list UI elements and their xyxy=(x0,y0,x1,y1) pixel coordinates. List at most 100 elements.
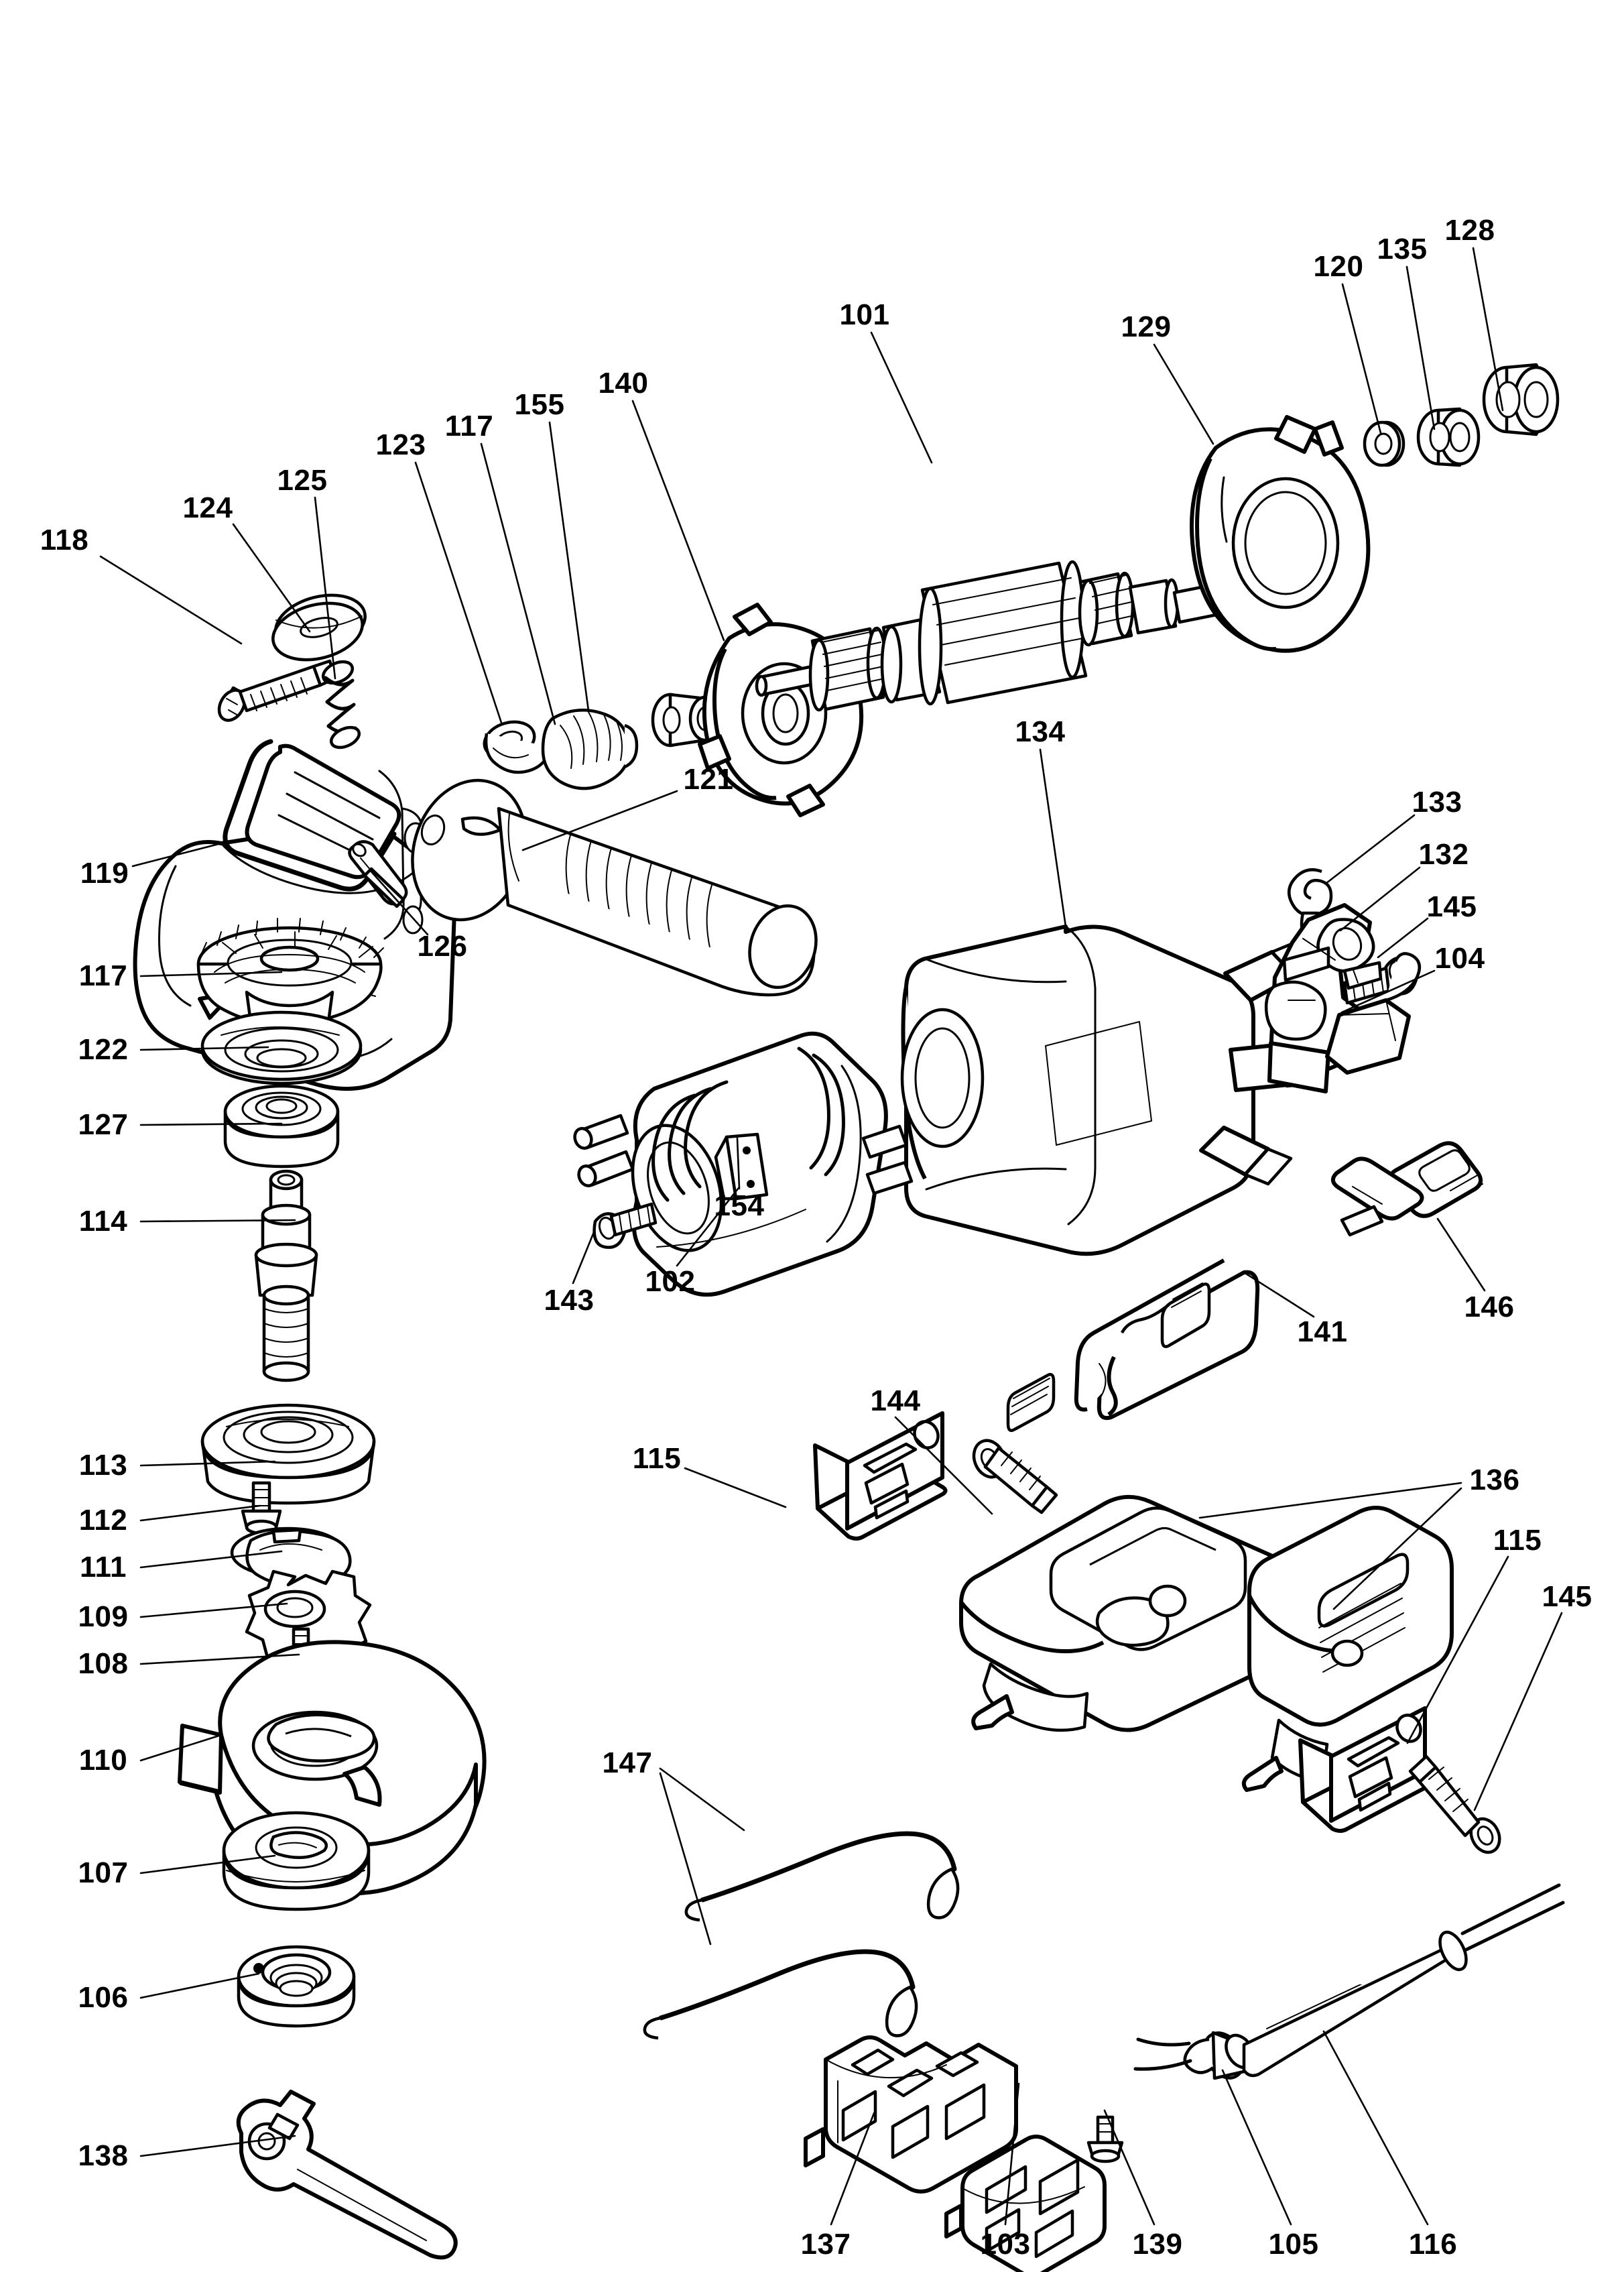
part-callout-133: 133 xyxy=(1412,786,1462,819)
part-147-lead-wire-upper xyxy=(684,1831,960,1922)
leader-line-143 xyxy=(572,1231,595,1284)
leader-line-104 xyxy=(1340,969,1436,1014)
leader-line-124 xyxy=(232,523,311,633)
part-134-motor-housing xyxy=(900,924,1322,1256)
part-115-brush-cover-center xyxy=(813,1411,948,1541)
leader-line-127 xyxy=(139,1122,283,1126)
part-callout-134: 134 xyxy=(1015,715,1066,748)
leader-line-125 xyxy=(314,496,336,680)
leader-line-112 xyxy=(139,1504,261,1522)
part-callout-119: 119 xyxy=(80,857,129,890)
leader-line-117 xyxy=(480,442,556,725)
leader-line-141 xyxy=(1243,1271,1315,1318)
leader-line-103 xyxy=(1004,2082,1020,2226)
part-callout-126: 126 xyxy=(417,930,468,963)
part-callout-122: 122 xyxy=(78,1033,129,1066)
leader-lines xyxy=(99,247,1563,2226)
part-callout-145r: 145 xyxy=(1542,1580,1592,1613)
part-141-handle-rail xyxy=(1006,1258,1260,1432)
leader-line-116 xyxy=(1322,2030,1429,2226)
part-callout-107: 107 xyxy=(78,1856,129,1889)
leader-line-133 xyxy=(1324,814,1416,885)
part-callout-117: 117 xyxy=(78,959,128,992)
leader-line-120 xyxy=(1341,283,1382,434)
part-101-armature xyxy=(755,560,1230,712)
part-callout-114: 114 xyxy=(78,1205,128,1238)
part-callout-123: 123 xyxy=(375,428,426,461)
part-callout-154: 154 xyxy=(714,1189,765,1222)
part-callout-120: 120 xyxy=(1313,250,1364,283)
part-callout-105: 105 xyxy=(1268,2228,1319,2261)
part-callout-137: 137 xyxy=(800,2228,851,2261)
leader-line-129 xyxy=(1153,343,1214,445)
part-147-lead-wire-lower xyxy=(643,1949,918,2040)
part-callout-143: 143 xyxy=(544,1284,595,1317)
part-callout-145: 145 xyxy=(1426,890,1477,923)
leader-line-114 xyxy=(139,1219,296,1223)
part-callout-115: 115 xyxy=(632,1442,682,1475)
part-callout-127: 127 xyxy=(78,1108,129,1141)
part-117-spiral-bevel-pinion xyxy=(541,709,639,790)
leader-line-139 xyxy=(1103,2109,1155,2226)
part-104-carbon-brush xyxy=(1325,952,1422,1075)
part-callout-128: 128 xyxy=(1444,214,1495,247)
part-callout-118: 118 xyxy=(40,524,89,556)
part-135-needle-bearing xyxy=(1416,407,1481,467)
part-callout-101: 101 xyxy=(839,298,890,331)
leader-line-111 xyxy=(139,1550,283,1569)
part-callout-140: 140 xyxy=(598,367,649,400)
part-114-spindle xyxy=(254,1169,318,1382)
part-callout-112: 112 xyxy=(78,1504,128,1537)
part-137-trigger-switch xyxy=(804,2035,1018,2194)
part-124-washer xyxy=(271,593,367,662)
leader-line-140 xyxy=(631,400,725,642)
leader-line-128 xyxy=(1472,247,1504,412)
part-136-clamshell-upper xyxy=(959,1494,1296,1732)
part-143-screw xyxy=(592,1202,658,1249)
part-callout-124: 124 xyxy=(182,491,233,524)
leader-line-115r xyxy=(1406,1555,1509,1744)
part-125-spring xyxy=(321,660,361,750)
part-callout-135: 135 xyxy=(1377,233,1428,265)
part-144-screw xyxy=(972,1439,1058,1514)
part-callout-136: 136 xyxy=(1469,1463,1520,1496)
part-127-ball-bearing xyxy=(223,1084,340,1169)
leader-line-137 xyxy=(830,2112,875,2226)
leader-line-106 xyxy=(139,1972,260,1999)
leader-line-105 xyxy=(1221,2069,1292,2226)
leader-line-101 xyxy=(870,331,933,464)
part-callout-132: 132 xyxy=(1418,838,1469,871)
leader-line-144 xyxy=(894,1416,993,1515)
leader-line-110 xyxy=(139,1734,223,1762)
part-callout-110: 110 xyxy=(78,1744,128,1777)
part-callout-144: 144 xyxy=(870,1384,921,1417)
part-120-washer xyxy=(1363,420,1406,467)
leader-line-135 xyxy=(1406,265,1436,430)
part-callout-129: 129 xyxy=(1121,310,1172,343)
part-111-spring-washer xyxy=(230,1527,352,1588)
part-callout-109: 109 xyxy=(78,1600,129,1633)
leader-line-138 xyxy=(139,2135,296,2157)
part-122-seal-washer xyxy=(200,1010,363,1085)
part-107-inner-flange xyxy=(222,1811,371,1911)
part-106-clamp-nut xyxy=(237,1945,356,2028)
part-callout-146: 146 xyxy=(1464,1291,1515,1323)
part-145-screw-right xyxy=(1408,1754,1501,1854)
part-callout-104: 104 xyxy=(1434,942,1485,975)
part-callout-141: 141 xyxy=(1297,1315,1348,1348)
leader-line-134 xyxy=(1039,748,1067,928)
part-callout-115r: 115 xyxy=(1493,1524,1542,1557)
part-callout-147: 147 xyxy=(602,1746,653,1779)
part-105-strain-relief xyxy=(1133,2031,1255,2080)
part-116-power-cord xyxy=(1242,1883,1565,2078)
part-callout-125: 125 xyxy=(277,464,328,497)
leader-line-145 xyxy=(1377,917,1429,959)
leader-line-118 xyxy=(99,555,243,645)
part-callout-106: 106 xyxy=(78,1981,129,2014)
leader-line-107 xyxy=(139,1854,276,1874)
part-callout-121: 121 xyxy=(683,763,734,796)
part-103-switch-module xyxy=(944,2135,1107,2272)
leader-line-109 xyxy=(139,1602,288,1618)
part-115-brush-cover-right xyxy=(1298,1706,1430,1833)
